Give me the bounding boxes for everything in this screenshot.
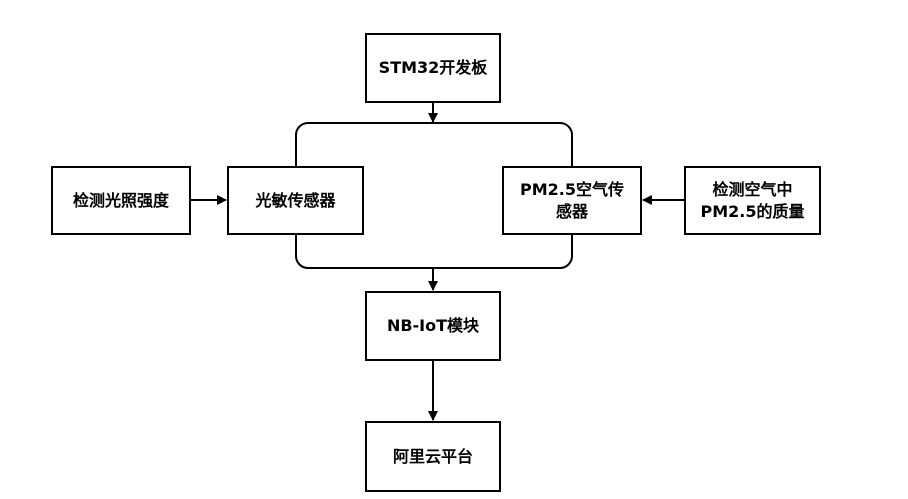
node-aliyun-platform: 阿里云平台 <box>365 421 501 492</box>
node-light-intensity-detection: 检测光照强度 <box>51 166 191 235</box>
node-label: PM2.5空气传 感器 <box>520 179 624 221</box>
node-label: 阿里云平台 <box>392 446 473 466</box>
node-label: 光敏传感器 <box>255 190 336 210</box>
node-label: NB-IoT模块 <box>386 316 480 335</box>
node-nbiot-module: NB-IoT模块 <box>365 291 501 361</box>
node-label: 检测光照强度 <box>72 190 169 210</box>
node-pm25-air-sensor: PM2.5空气传 感器 <box>502 166 642 235</box>
node-stm32-board: STM32开发板 <box>365 33 501 103</box>
node-photosensitive-sensor: 光敏传感器 <box>227 166 364 235</box>
node-label: STM32开发板 <box>378 58 488 77</box>
node-air-pm25-detection: 检测空气中 PM2.5的质量 <box>684 166 821 235</box>
node-label: 检测空气中 PM2.5的质量 <box>700 179 805 221</box>
